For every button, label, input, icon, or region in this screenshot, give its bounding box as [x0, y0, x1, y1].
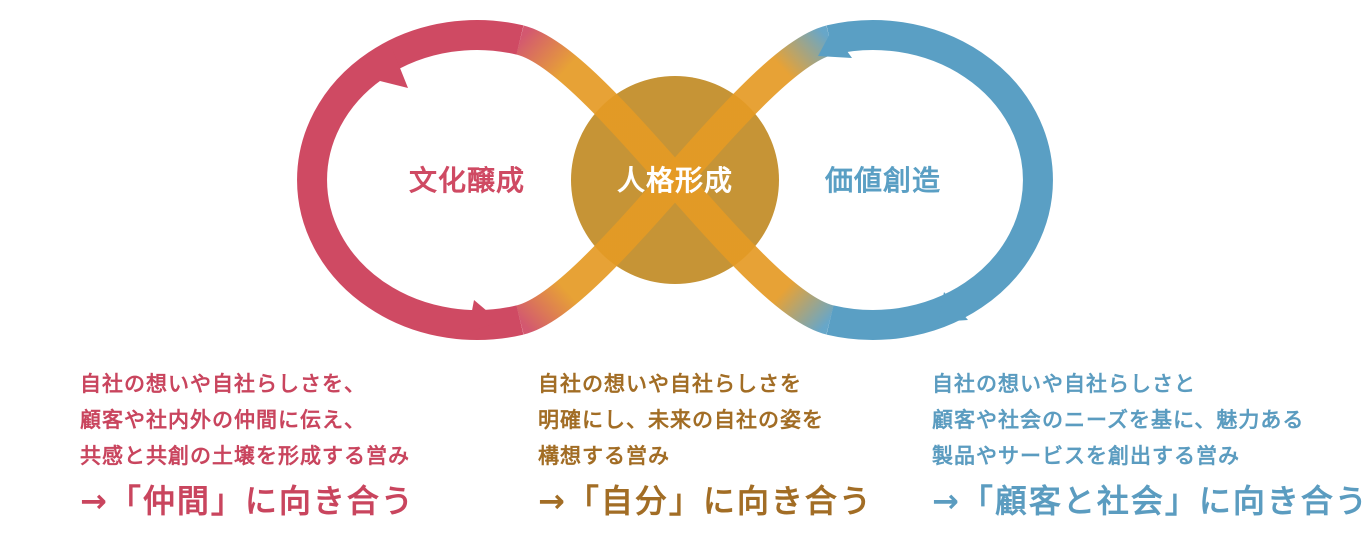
column-tagline: →「自分」に向き合う	[538, 482, 873, 520]
column-culture: 自社の想いや自社らしさを、 顧客や社内外の仲間に伝え、 共感と共創の土壌を形成す…	[80, 366, 415, 524]
column-text-line: 顧客や社内外の仲間に伝え、	[80, 408, 366, 432]
column-tagline: →「仲間」に向き合う	[80, 482, 415, 520]
column-tagline: →「顧客と社会」に向き合う	[932, 482, 1366, 520]
column-text-line: 自社の想いや自社らしさと	[932, 372, 1196, 396]
column-text-line: 自社の想いや自社らしさを、	[80, 372, 366, 396]
left-loop-arc	[297, 20, 524, 340]
center-circle-label: 人格形成	[617, 164, 733, 197]
column-text-line: 製品やサービスを創出する営み	[932, 444, 1240, 468]
column-text-line: 構想する営み	[538, 444, 670, 468]
arrow-left-top-icon	[376, 48, 408, 88]
arrow-right-top-icon	[818, 30, 852, 58]
right-loop-label: 価値創造	[824, 164, 941, 197]
column-text-line: 顧客や社会のニーズを基に、魅力ある	[932, 408, 1305, 432]
column-personality: 自社の想いや自社らしさを 明確にし、未来の自社の姿を 構想する営み →「自分」に…	[538, 366, 873, 524]
left-loop-label: 文化醸成	[409, 164, 525, 197]
column-value-creation: 自社の想いや自社らしさと 顧客や社会のニーズを基に、魅力ある 製品やサービスを創…	[932, 366, 1366, 524]
cross-band-downward	[515, 25, 835, 335]
column-text-line: 明確にし、未来の自社の姿を	[538, 408, 824, 432]
column-text-line: 自社の想いや自社らしさを	[538, 372, 802, 396]
arrow-right-bottom-icon	[938, 292, 968, 322]
column-text-line: 共感と共創の土壌を形成する営み	[80, 444, 410, 468]
infinity-cycle-diagram: 文化醸成 人格形成 価値創造	[297, 20, 1053, 340]
arrow-left-bottom-icon	[468, 300, 500, 332]
right-loop-arc	[826, 20, 1053, 340]
